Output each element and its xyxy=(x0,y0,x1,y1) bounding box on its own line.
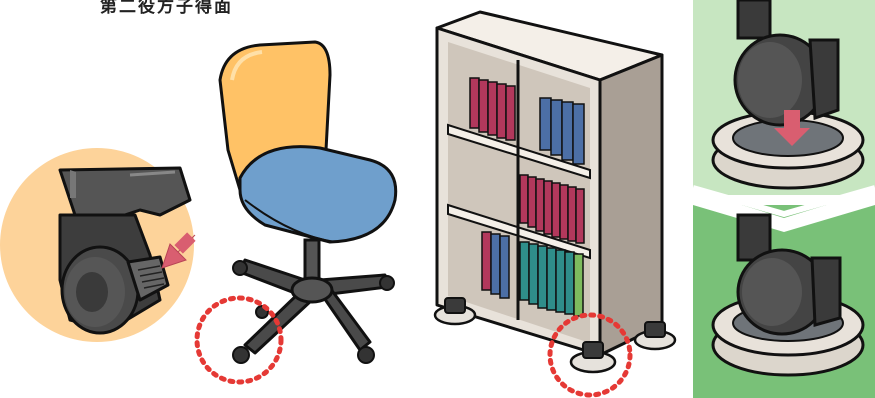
caster-detail-icon xyxy=(0,148,196,342)
highlight-circle-chair xyxy=(194,295,284,385)
arrow-down-icon xyxy=(774,110,810,146)
arrow-down-left-icon xyxy=(161,232,196,269)
caster-cup-seated-icon xyxy=(711,213,865,377)
caster-cup-panels xyxy=(692,0,875,398)
caption-text: 第二役方子得面 xyxy=(100,0,233,16)
highlight-circle-shelf xyxy=(547,312,633,398)
bookshelf-icon xyxy=(433,10,677,398)
office-chair-icon xyxy=(194,40,398,385)
caster-cup-insert-icon xyxy=(711,0,865,190)
